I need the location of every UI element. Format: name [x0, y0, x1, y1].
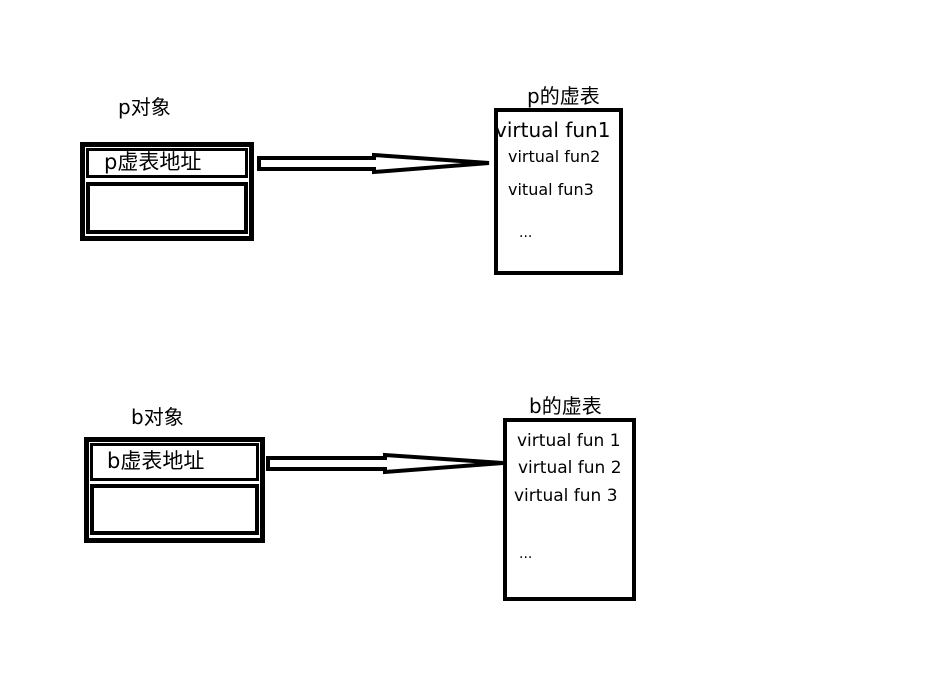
b-vtable-box [503, 418, 636, 601]
p-vtable-pointer-slot [86, 148, 248, 178]
b-pointer-arrow [266, 452, 504, 475]
b-vtable-pointer-label: b虚表地址 [107, 449, 205, 473]
p-object-data-slot [86, 182, 248, 234]
b-vtable-entry-3: virtual fun 3 [514, 486, 618, 506]
p-vtable-box [494, 108, 623, 275]
b-vtable-title: b的虚表 [529, 394, 602, 418]
b-vtable-entry-2: virtual fun 2 [518, 458, 622, 478]
b-vtable-ellipsis: ... [519, 546, 533, 562]
p-object-box [80, 142, 254, 241]
b-object-data-slot [90, 484, 259, 535]
p-vtable-ellipsis: ... [519, 225, 533, 241]
p-vtable-entry-1: virtual fun1 [495, 118, 611, 142]
b-object-box [84, 437, 265, 543]
b-vtable-pointer-slot [90, 443, 259, 481]
p-pointer-arrow [257, 152, 490, 175]
p-vtable-entry-3: vitual fun3 [508, 180, 594, 199]
p-vtable-pointer-label: p虚表地址 [104, 150, 202, 174]
p-vtable-entry-2: virtual fun2 [508, 147, 601, 166]
b-object-title: b对象 [131, 405, 184, 429]
b-vtable-entry-1: virtual fun 1 [517, 431, 621, 451]
p-vtable-title: p的虚表 [527, 84, 600, 108]
p-object-title: p对象 [118, 95, 171, 119]
